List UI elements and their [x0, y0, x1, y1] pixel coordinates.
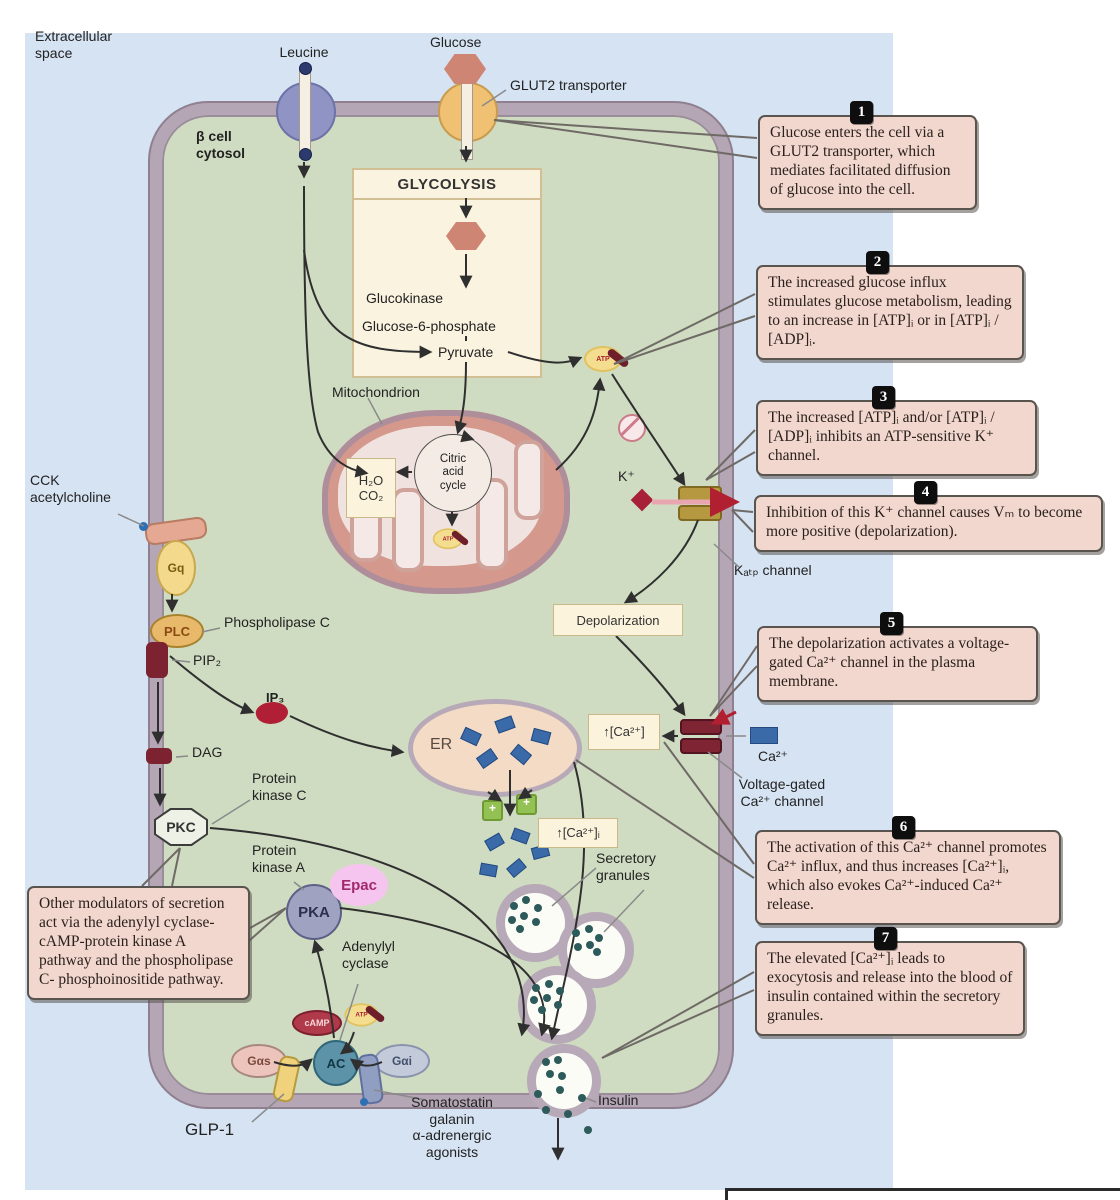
- annotation-box-5: The depolarization activates a voltage-g…: [757, 626, 1038, 702]
- inhibition-icon: [618, 414, 646, 442]
- calcium-plus-icon: +: [482, 800, 503, 821]
- protein-kinase-c-label: Protein kinase C: [252, 770, 307, 803]
- annotation-box-4: Inhibition of this K⁺ channel causes Vₘ …: [754, 495, 1103, 552]
- beta-cell-label: β cell cytosol: [196, 128, 246, 161]
- modulators-box: Other modulators of secretion act via th…: [27, 886, 250, 1000]
- er-label: ER: [430, 736, 453, 753]
- atp-icon: ATP: [432, 527, 471, 550]
- annotation-badge-5: 5: [880, 612, 903, 635]
- annotation-badge-2: 2: [866, 251, 889, 274]
- gq-protein: Gq: [156, 540, 196, 596]
- acetylcholine-dot-icon: [139, 522, 148, 531]
- katp-channel-icon: [678, 486, 722, 521]
- voltage-gated-channel-label: Voltage-gated Ca²⁺ channel: [738, 776, 826, 809]
- annotation-badge-7: 7: [874, 927, 897, 950]
- annotation-badge-1: 1: [850, 101, 873, 124]
- epac-protein: Epac: [330, 864, 388, 906]
- pkc-enzyme: PKC: [154, 808, 208, 846]
- gai-protein: Gαi: [374, 1044, 430, 1078]
- leucine-molecule-icon: [299, 62, 312, 75]
- camp-molecule: cAMP: [292, 1010, 342, 1036]
- leucine-label: Leucine: [279, 44, 329, 60]
- katp-channel-label: Kₐₜₚ channel: [734, 562, 812, 578]
- calcium-rect-outside-icon: [750, 727, 778, 744]
- voltage-gated-ca-channel-icon: [680, 719, 722, 754]
- glucokinase-label: Glucokinase: [366, 290, 444, 306]
- next-figure-frame: [725, 1188, 1120, 1200]
- glycolysis-title: GLYCOLYSIS: [354, 170, 540, 200]
- protein-kinase-a-label: Protein kinase A: [252, 842, 305, 875]
- calcium-increase-box: ↑[Ca²⁺]: [588, 714, 660, 750]
- glucose-label: Glucose: [430, 34, 482, 50]
- somatostatin-label: Somatostatin galanin α-adrenergic agonis…: [411, 1094, 493, 1160]
- leucine-transporter-channel-icon: [299, 70, 311, 158]
- adenylyl-cyclase-enzyme: AC: [313, 1040, 359, 1086]
- glp1-label: GLP-1: [185, 1120, 235, 1139]
- insulin-label: Insulin: [598, 1092, 639, 1108]
- phospholipase-c-label: Phospholipase C: [224, 614, 330, 630]
- secretory-granules-label: Secretory granules: [596, 850, 656, 883]
- ip3-label: IP₃: [266, 690, 285, 705]
- mitochondrion-crista-icon: [514, 440, 544, 520]
- leucine-molecule-inside-icon: [299, 148, 312, 161]
- calcium-ion-label: Ca²⁺: [758, 748, 788, 764]
- annotation-badge-3: 3: [872, 386, 895, 409]
- mitochondrion-crista-icon: [392, 488, 424, 572]
- depolarization-box: Depolarization: [553, 604, 683, 636]
- calcium-plus-icon: +: [516, 794, 537, 815]
- glucose-hexagon-icon: [444, 54, 486, 84]
- annotation-box-2: The increased glucose influx stimulates …: [756, 265, 1024, 360]
- mitochondrion-label: Mitochondrion: [332, 384, 420, 400]
- h2o-co2-box: H₂O CO₂: [346, 458, 396, 518]
- dag-label: DAG: [192, 744, 223, 760]
- exocytosis-vesicle-icon: [527, 1044, 601, 1118]
- atp-icon: ATP: [344, 1001, 387, 1027]
- pip2-label: PIP₂: [193, 652, 221, 668]
- annotation-badge-4: 4: [914, 481, 937, 504]
- annotation-box-7: The elevated [Ca²⁺]ᵢ leads to exocytosis…: [755, 941, 1025, 1036]
- adenylyl-cyclase-label: Adenylyl cyclase: [342, 938, 395, 971]
- annotation-badge-6: 6: [892, 816, 915, 839]
- citric-acid-cycle: Citric acid cycle: [414, 434, 492, 512]
- dag-lipid-icon: [146, 748, 172, 764]
- annotation-box-3: The increased [ATP]ᵢ and/or [ATP]ᵢ / [AD…: [756, 400, 1037, 476]
- k-ion-label: K⁺: [618, 468, 635, 484]
- glut2-label: GLUT2 transporter: [510, 77, 627, 93]
- annotation-box-1: Glucose enters the cell via a GLUT2 tran…: [758, 115, 977, 210]
- pyruvate-label: Pyruvate: [438, 344, 494, 360]
- calcium-increase-cytosol-box: ↑[Ca²⁺]ᵢ: [538, 818, 618, 848]
- atp-icon: ATP: [584, 344, 632, 372]
- cck-label: CCK acetylcholine: [30, 472, 111, 505]
- ligand-dot-icon: [360, 1098, 368, 1106]
- annotation-box-6: The activation of this Ca²⁺ channel prom…: [755, 830, 1061, 925]
- extracellular-label: Extracellular space: [35, 28, 113, 61]
- pip2-lipid-icon: [146, 642, 168, 678]
- g6p-label: Glucose-6-phosphate: [362, 318, 496, 334]
- secretory-granule-icon: [518, 966, 596, 1044]
